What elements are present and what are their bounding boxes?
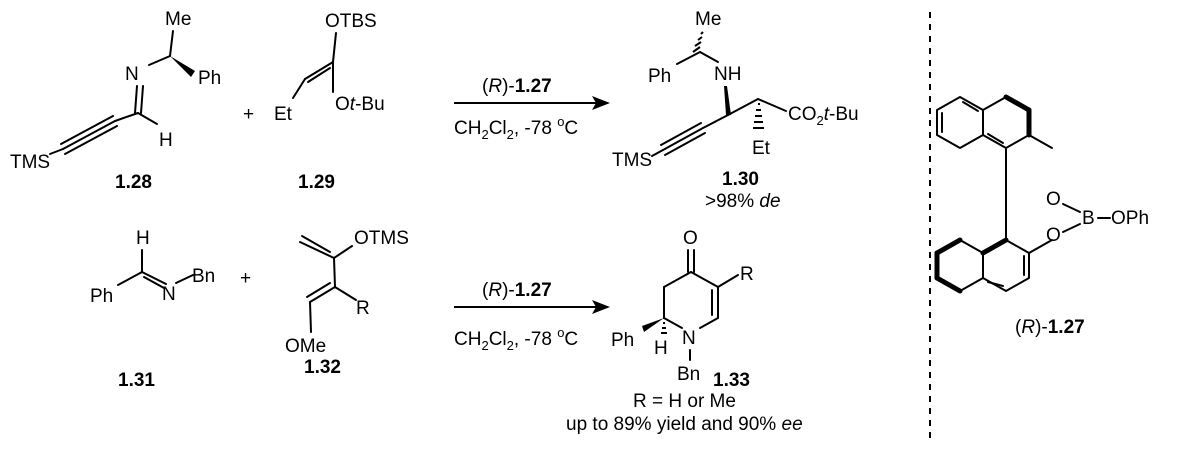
ring-r-label: R <box>740 264 754 285</box>
compound-id-1-32: 1.32 <box>304 357 341 378</box>
compound-1-30: Me Ph NH TMS CO2t-Bu Et 1.30 >98% de <box>612 9 859 212</box>
tms-label: TMS <box>10 152 50 173</box>
benzyl-label-1: Bn <box>192 266 215 287</box>
r-substituent-note: R = H or Me <box>633 391 736 412</box>
ot-bu-o-label: Ot-Bu <box>335 94 385 115</box>
compound-id-1-28: 1.28 <box>115 172 152 193</box>
methyl-label: Me <box>165 9 191 30</box>
conditions-label-2: CH2Cl2, -78 oC <box>454 325 578 353</box>
compound-1-28: Me Ph N H TMS 1.28 <box>10 9 221 193</box>
imine-nitrogen-label: N <box>125 64 139 85</box>
compound-1-33: O R N Ph H Bn 1.33 R = H or Me up to 89%… <box>566 228 803 435</box>
reaction-arrow-1: (R)-1.27 CH2Cl2, -78 oC <box>454 76 610 142</box>
ester-label: CO2t-Bu <box>788 104 859 128</box>
phenoxy-label: OPh <box>1111 208 1149 229</box>
benzyl-label-2: Bn <box>677 364 700 385</box>
oxygen-bottom-label: O <box>1046 225 1061 246</box>
compound-id-1-30: 1.30 <box>722 169 759 190</box>
oxygen-top-label: O <box>1046 189 1061 210</box>
imine-ph-label-2: Ph <box>90 286 113 307</box>
ketone-o-label: O <box>683 228 698 249</box>
diene-r-label: R <box>356 298 370 319</box>
catalyst-label-1: (R)-1.27 <box>482 76 552 97</box>
product-phenyl-label: Ph <box>648 66 671 87</box>
imine-h-label-2: H <box>136 228 150 249</box>
compound-id-1-31: 1.31 <box>118 370 155 391</box>
ome-label: OMe <box>285 336 326 357</box>
otms-label: OTMS <box>354 228 409 249</box>
reaction-arrow-2: (R)-1.27 CH2Cl2, -78 oC <box>454 280 610 353</box>
ring-h-label: H <box>654 338 668 359</box>
yield-ee-note: up to 89% yield and 90% ee <box>566 414 803 435</box>
compound-id-1-29: 1.29 <box>298 172 335 193</box>
amine-nh-label: NH <box>714 64 741 85</box>
compound-1-29: OTBS Ot-Bu Et 1.29 <box>274 11 385 193</box>
phenyl-label: Ph <box>198 68 221 89</box>
product-tms-label: TMS <box>612 150 652 171</box>
compound-id-1-33: 1.33 <box>713 370 750 391</box>
catalyst-1-27-structure: O O B OPh (R)-1.27 <box>934 94 1149 338</box>
plus-sign-2: + <box>240 268 251 289</box>
boron-label: B <box>1082 208 1095 229</box>
product-ethyl-label: Et <box>752 138 771 159</box>
conditions-label-1: CH2Cl2, -78 oC <box>454 114 578 142</box>
de-value: >98% de <box>705 191 781 212</box>
catalyst-label-2: (R)-1.27 <box>482 280 552 301</box>
imine-n-label-2: N <box>162 284 176 305</box>
imine-hydrogen-label: H <box>159 130 173 151</box>
product-ph-label-2: Ph <box>611 330 634 351</box>
ethyl-label: Et <box>274 104 293 125</box>
plus-sign-1: + <box>243 104 254 125</box>
product-methyl-label: Me <box>695 9 721 30</box>
compound-1-32: OTMS R OMe 1.32 <box>285 228 409 378</box>
otbs-label: OTBS <box>325 11 377 32</box>
ring-n-label: N <box>682 328 696 349</box>
compound-1-31: H N Bn Ph 1.31 <box>90 228 215 391</box>
catalyst-id-label: (R)-1.27 <box>1015 317 1085 338</box>
